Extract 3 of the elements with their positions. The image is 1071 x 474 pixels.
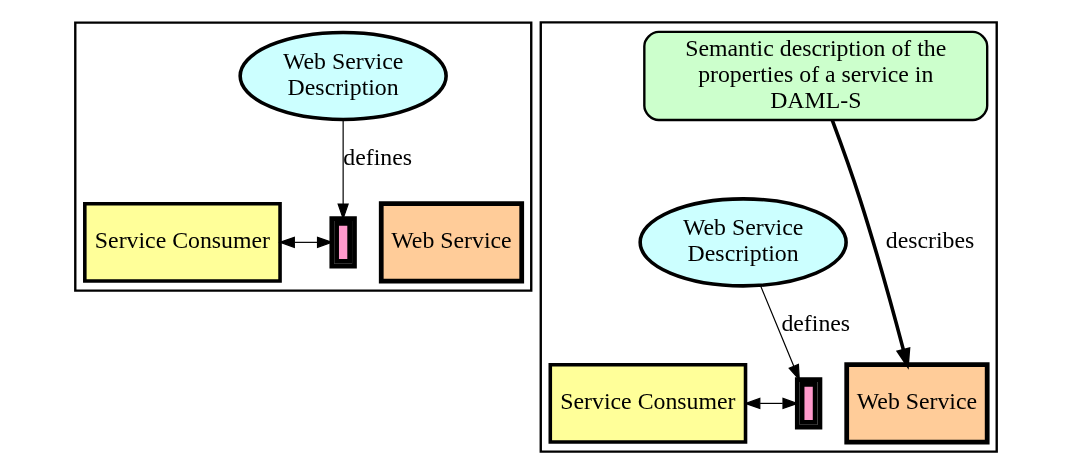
edge-label: defines [780,310,850,337]
edge-label: describes [885,227,974,254]
edge-label: defines [342,144,412,171]
